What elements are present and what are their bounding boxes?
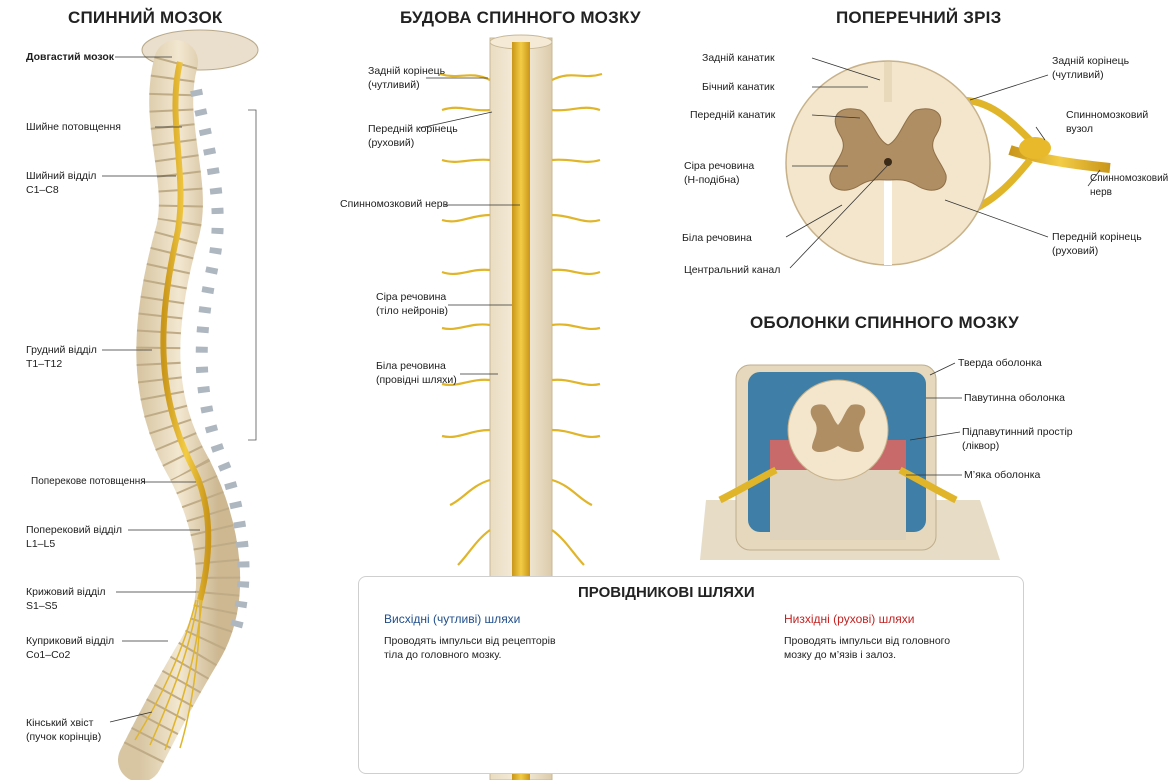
spinal-cord-title: СПИННИЙ МОЗОК [68, 8, 223, 27]
spine-illustration [118, 29, 259, 780]
label-central-canal: Центральний канал [684, 264, 781, 276]
cross-leaders [785, 57, 1101, 269]
label-subarachnoid-note: (ліквор) [962, 440, 1000, 452]
label-dorsal-root: Задній корінець [368, 65, 446, 77]
label-coccygeal: Куприковий відділ [26, 635, 115, 647]
label-medulla: Довгастий мозок [26, 51, 115, 63]
label-subarachnoid: Підпавутинний простір [962, 426, 1073, 438]
cross-section-title: ПОПЕРЕЧНИЙ ЗРІЗ [836, 8, 1002, 27]
descending-title: Низхідні (рухові) шляхи [784, 612, 915, 626]
meninges-illustration [700, 364, 1000, 560]
label-thoracic: Грудний відділ [26, 344, 97, 356]
label-cross-ventral-root-note: (руховий) [1052, 245, 1099, 257]
label-ganglion-note: вузол [1066, 123, 1094, 135]
label-ventral-root: Передній корінець [368, 123, 458, 135]
label-ganglion: Спинномозковий [1066, 109, 1149, 121]
cord-nerve-branches [439, 72, 603, 566]
label-sacral: Крижовий відділ [26, 586, 106, 598]
meninges-leaders [906, 362, 962, 476]
label-pia: М’яка оболонка [964, 469, 1041, 481]
label-cervical-range: C1–C8 [26, 184, 59, 196]
label-lumbar: Поперековий відділ [26, 524, 122, 536]
label-cross-nerve: Спинномозковий [1090, 173, 1169, 184]
structure-leaders [419, 77, 520, 375]
label-posterior-funiculus: Задній канатик [702, 52, 775, 64]
label-cross-dorsal-root-note: (чутливий) [1052, 69, 1104, 81]
label-gray-matter: Сіра речовина [376, 291, 447, 303]
label-lumbar-range: L1–L5 [26, 538, 56, 550]
ascending-text-1: Проводять імпульси від рецепторів [384, 635, 556, 647]
label-cross-gray-note: (Н-подібна) [684, 174, 740, 186]
label-lumbar-enlargement: Поперекове потовщення [31, 476, 146, 487]
label-white-matter-note: (провідні шляхи) [376, 374, 457, 386]
ascending-title: Висхідні (чутливі) шляхи [384, 612, 521, 626]
label-coccygeal-range: Co1–Co2 [26, 649, 71, 661]
label-cross-ventral-root: Передній корінець [1052, 231, 1142, 243]
label-cross-dorsal-root: Задній корінець [1052, 55, 1130, 67]
label-arachnoid: Павутинна оболонка [964, 392, 1066, 404]
structure-title: БУДОВА СПИННОГО МОЗКУ [400, 8, 641, 27]
pathways-panel [358, 576, 1024, 774]
cross-section-illustration [785, 60, 1111, 266]
label-lateral-funiculus: Бічний канатик [702, 81, 775, 93]
label-thoracic-range: T1–T12 [26, 358, 63, 370]
spine-leaders [102, 56, 200, 723]
label-ventral-root-note: (руховий) [368, 137, 415, 149]
label-cross-gray: Сіра речовина [684, 160, 755, 172]
meninges-title: ОБОЛОНКИ СПИННОГО МОЗКУ [750, 313, 1019, 332]
label-sacral-range: S1–S5 [26, 600, 58, 612]
label-anterior-funiculus: Передній канатик [690, 109, 776, 121]
label-cervical: Шийний відділ [26, 170, 97, 182]
ascending-text-2: тіла до головного мозку. [384, 649, 502, 661]
label-cervical-enlargement: Шийне потовщення [26, 121, 121, 133]
label-cauda-note: (пучок корінців) [26, 731, 102, 743]
label-dorsal-root-note: (чутливий) [368, 79, 420, 91]
pathways-title: ПРОВІДНИКОВІ ШЛЯХИ [578, 584, 755, 601]
label-cauda: Кінський хвіст [26, 717, 94, 729]
label-white-matter: Біла речовина [376, 360, 446, 372]
label-gray-matter-note: (тіло нейронів) [376, 305, 449, 317]
label-dura: Тверда оболонка [958, 357, 1042, 369]
label-cross-white: Біла речовина [682, 232, 752, 244]
descending-text-2: мозку до м’язів і залоз. [784, 649, 896, 661]
label-spinal-nerve: Спинномозковий нерв [340, 198, 449, 210]
descending-text-1: Проводять імпульси від головного [784, 635, 951, 647]
label-cross-nerve-note: нерв [1090, 187, 1112, 198]
